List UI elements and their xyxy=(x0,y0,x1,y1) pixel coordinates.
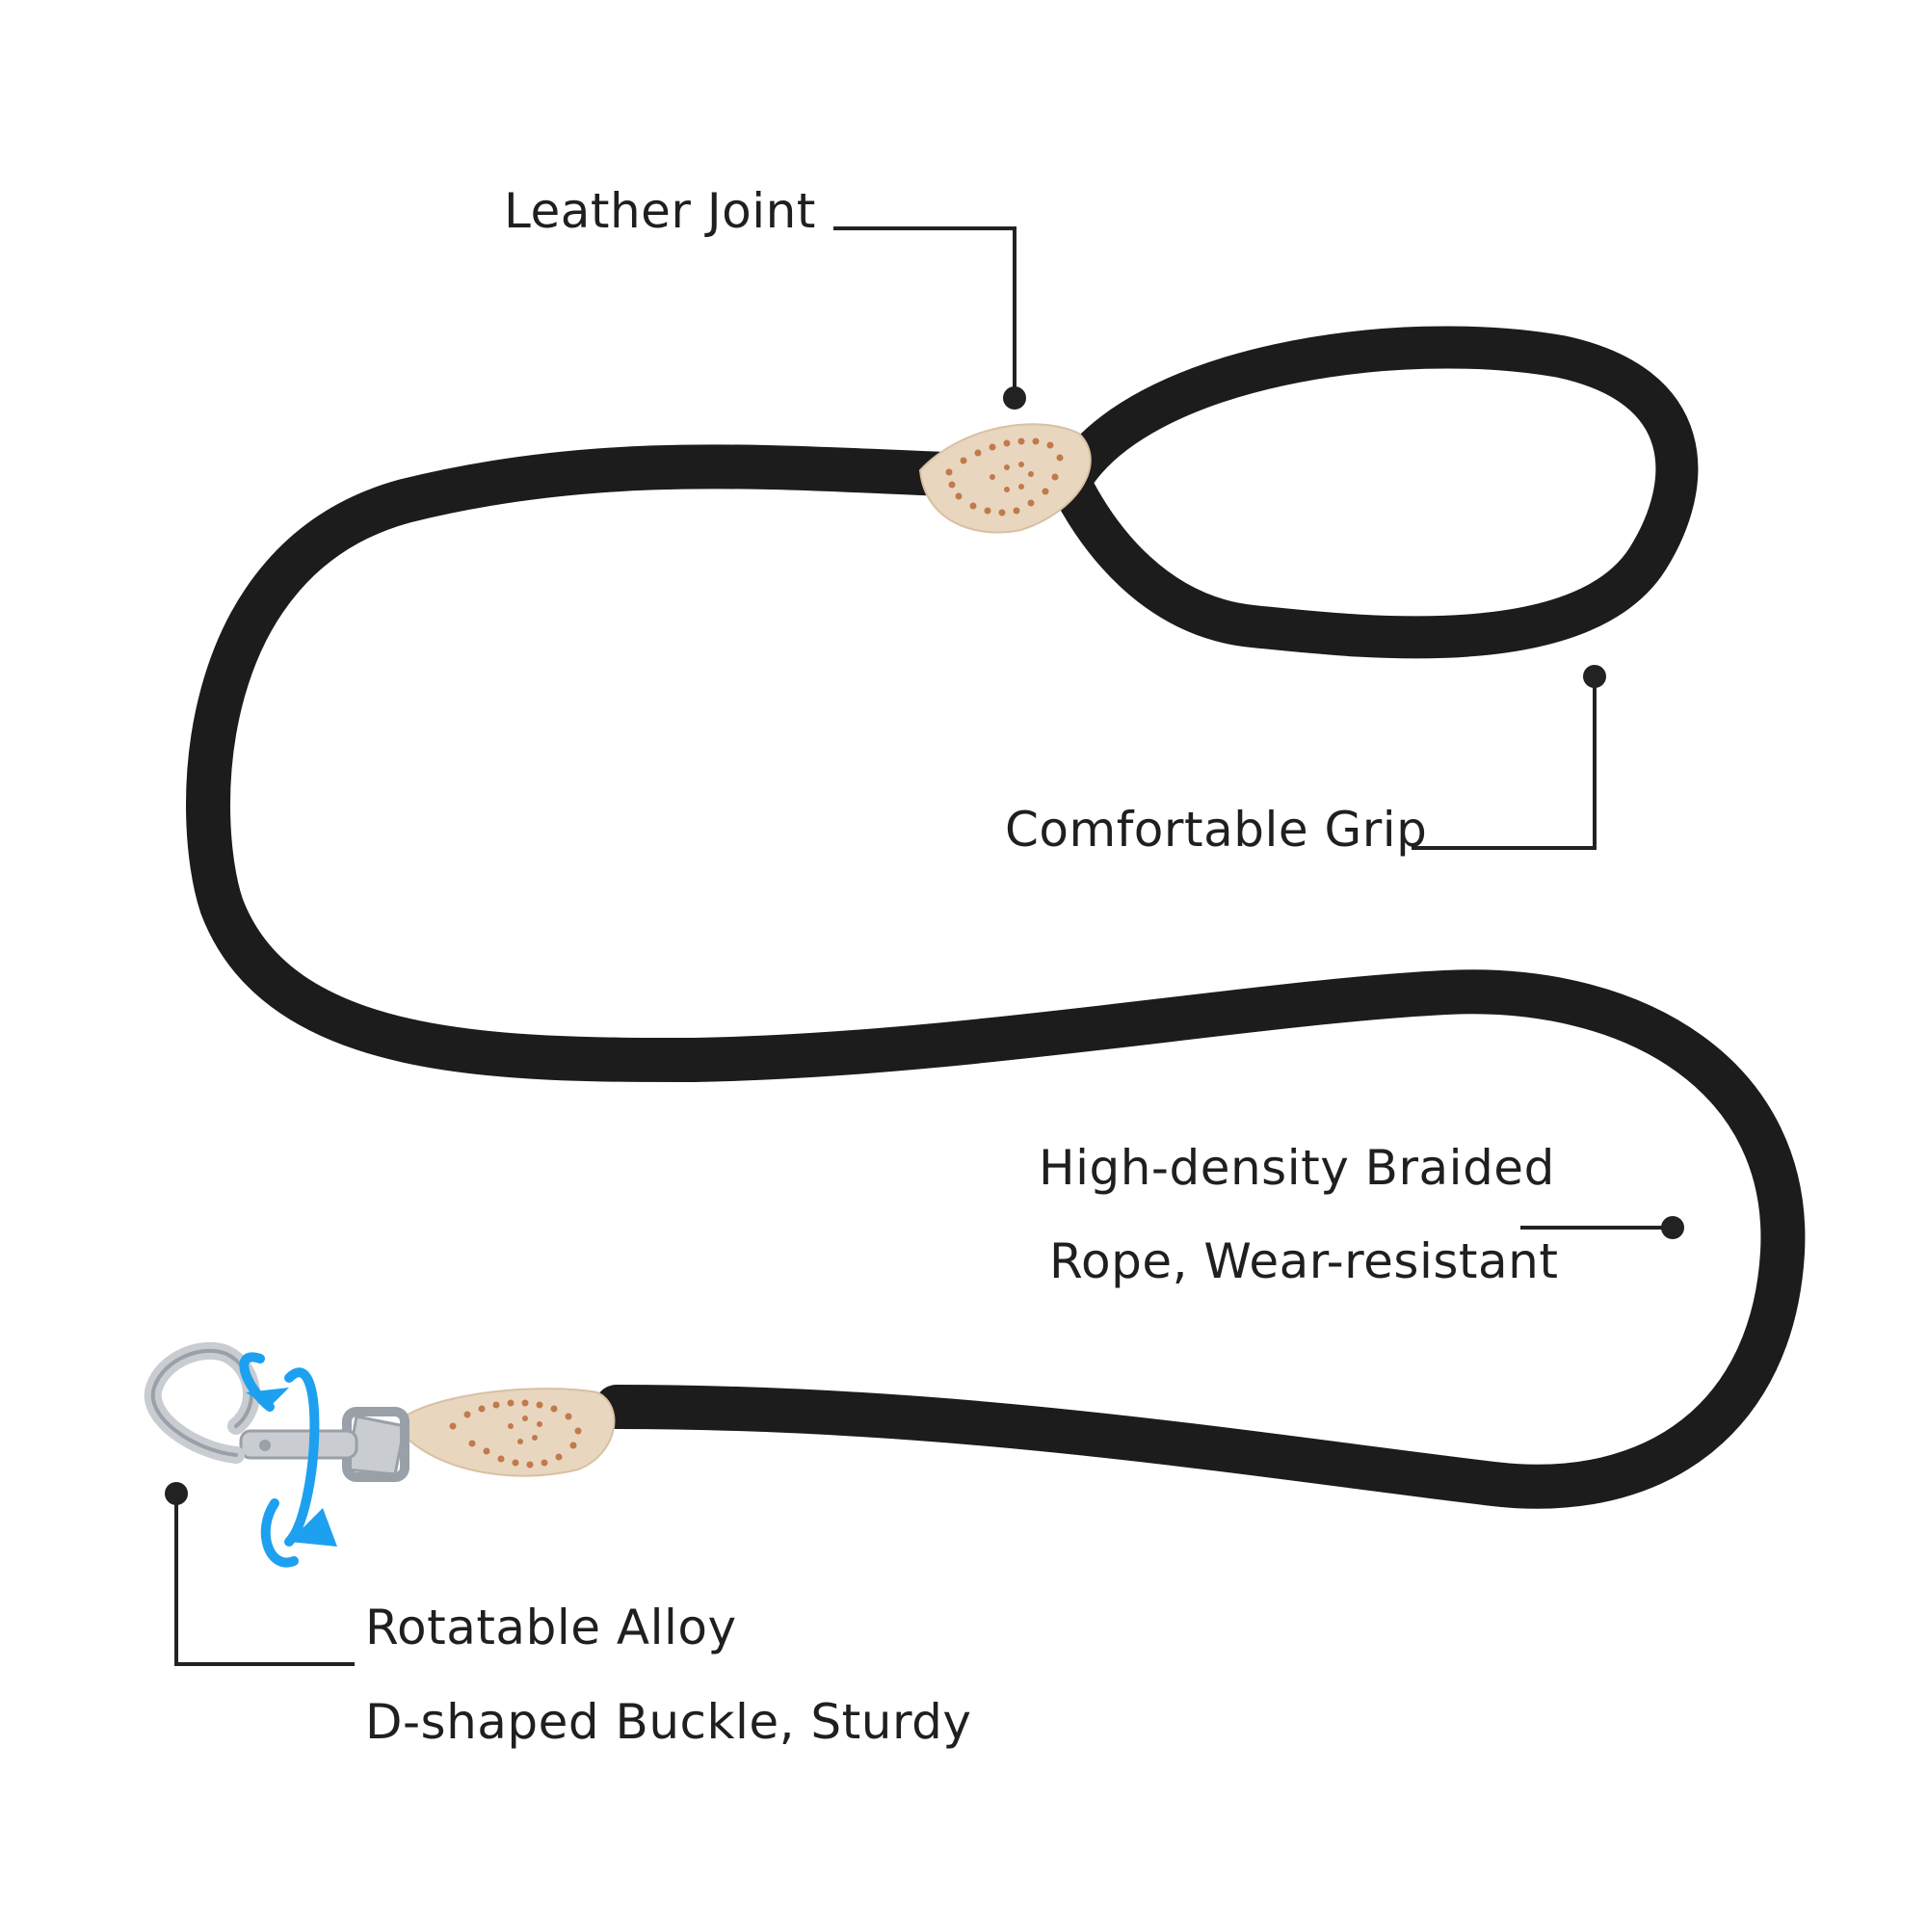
callout-grip-line xyxy=(1412,676,1597,850)
callout-grip-dot xyxy=(1583,665,1606,688)
buckle-label-line2: D-shaped Buckle, Sturdy xyxy=(365,1694,972,1750)
callout-buckle-line xyxy=(174,1494,355,1666)
rotation-arrows-icon xyxy=(239,1352,337,1568)
main-rope xyxy=(186,444,1806,1509)
leather-joint-top xyxy=(918,423,1092,534)
callout-buckle-dot xyxy=(165,1482,188,1505)
leather-joint-label: Leather Joint xyxy=(504,183,816,239)
rope xyxy=(186,326,1806,1509)
buckle-label-line1: Rotatable Alloy xyxy=(365,1600,737,1655)
snap-hook xyxy=(144,1341,409,1482)
callout-leather-joint-dot xyxy=(1003,386,1026,410)
leather-joint-bottom xyxy=(404,1388,616,1477)
comfortable-grip-label: Comfortable Grip xyxy=(1005,802,1428,858)
braided-rope-label-line1: High-density Braided xyxy=(1039,1140,1555,1196)
callout-leather-joint-line xyxy=(833,226,1016,398)
braided-rope-label-line2: Rope, Wear-resistant xyxy=(1049,1233,1559,1289)
callout-rope-dot xyxy=(1661,1216,1684,1239)
handle-loop xyxy=(1044,326,1699,659)
